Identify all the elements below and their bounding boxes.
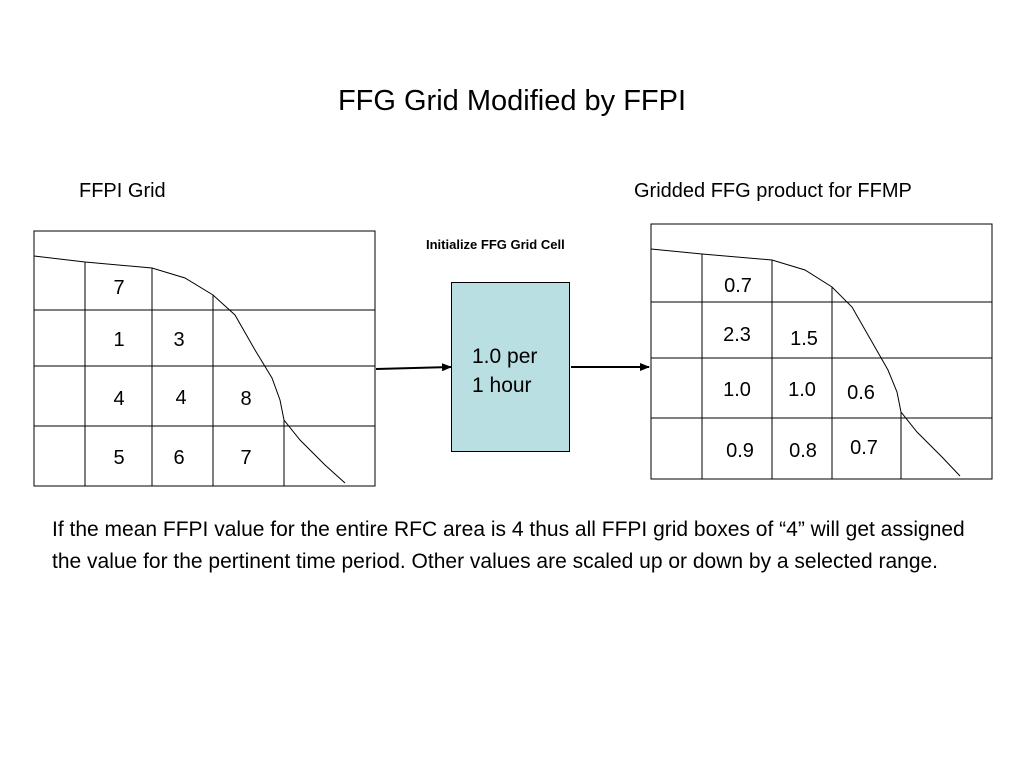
process-box bbox=[451, 282, 570, 452]
description-paragraph: If the mean FFPI value for the entire RF… bbox=[52, 518, 965, 573]
ffpi-grid-label: FFPI Grid bbox=[79, 180, 166, 202]
ffg-value: 1.0 bbox=[723, 379, 751, 401]
ffpi-grid-frame bbox=[33, 230, 376, 487]
ffg-value: 2.3 bbox=[723, 324, 751, 346]
ffg-value: 0.8 bbox=[789, 440, 817, 462]
ffpi-value: 8 bbox=[240, 388, 251, 410]
ffpi-value: 5 bbox=[113, 447, 124, 469]
ffpi-grid bbox=[33, 230, 376, 487]
ffpi-value: 4 bbox=[113, 388, 124, 410]
ffpi-values: 7 1 3 4 4 8 5 6 7 bbox=[113, 277, 251, 469]
gridded-ffg-label: Gridded FFG product for FFMP bbox=[634, 180, 912, 202]
ffg-grid bbox=[650, 223, 993, 480]
ffpi-boundary-line bbox=[33, 255, 346, 484]
arrow-to-process bbox=[375, 363, 452, 372]
ffg-value: 0.7 bbox=[850, 437, 878, 459]
process-text-line1: 1.0 per bbox=[472, 345, 538, 368]
ffg-value: 0.9 bbox=[726, 440, 754, 462]
ffg-boundary-line bbox=[650, 248, 961, 477]
ffpi-value: 6 bbox=[173, 447, 184, 469]
initialize-cell-label: Initialize FFG Grid Cell bbox=[426, 237, 565, 252]
ffg-value: 1.5 bbox=[790, 328, 818, 350]
ffg-grid-frame bbox=[650, 223, 993, 480]
ffpi-value: 7 bbox=[240, 447, 251, 469]
ffpi-value: 4 bbox=[175, 387, 186, 409]
ffg-value: 0.6 bbox=[847, 382, 875, 404]
slide-title: FFG Grid Modified by FFPI bbox=[337, 85, 687, 117]
ffpi-value: 7 bbox=[113, 277, 124, 299]
ffpi-value: 1 bbox=[113, 329, 124, 351]
ffg-value: 0.7 bbox=[724, 275, 752, 297]
ffg-value: 1.0 bbox=[788, 379, 816, 401]
process-text-line2: 1 hour bbox=[472, 374, 532, 397]
ffg-values: 0.7 2.3 1.5 1.0 1.0 0.6 0.9 0.8 0.7 bbox=[723, 275, 878, 462]
ffpi-value: 3 bbox=[173, 329, 184, 351]
process-text: 1.0 per 1 hour bbox=[472, 342, 567, 400]
